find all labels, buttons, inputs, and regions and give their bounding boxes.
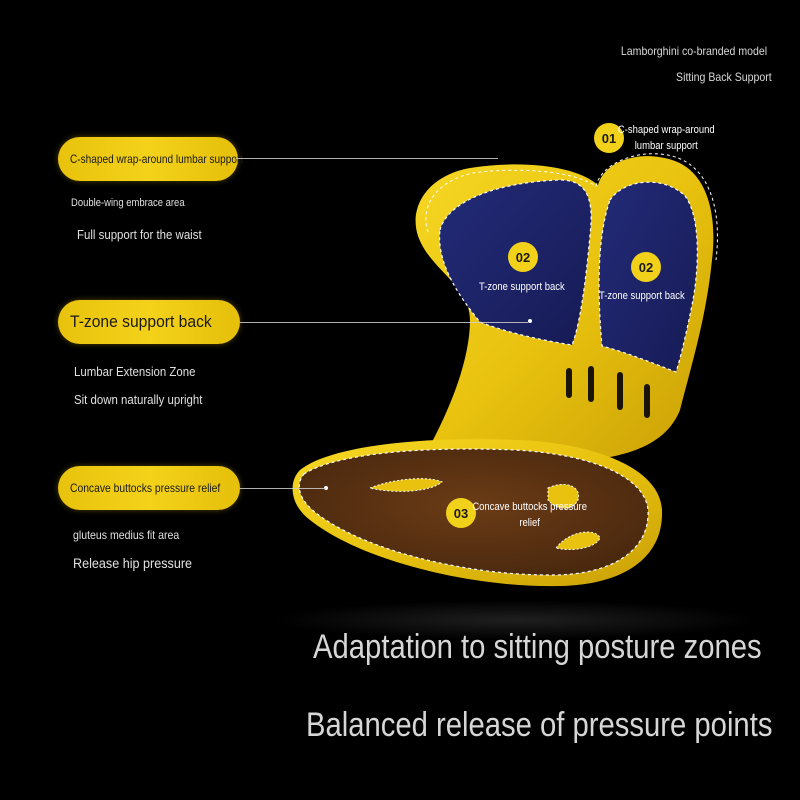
leader-line xyxy=(240,322,528,323)
feature-subtitle: Double-wing embrace area xyxy=(71,197,185,209)
leader-line xyxy=(236,158,498,159)
header-model-line: Lamborghini co-branded model xyxy=(620,44,767,58)
zone-badge: 02 xyxy=(508,242,538,272)
zone-badge: 02 xyxy=(631,252,661,282)
c-wrap-outline xyxy=(425,153,718,261)
zone-callout: C-shaped wrap-around lumbar support xyxy=(617,124,715,152)
headline-glow xyxy=(270,600,760,640)
feature-pill-lumbar: C-shaped wrap-around lumbar support xyxy=(58,137,243,181)
zone-callout: T-zone support back xyxy=(478,281,565,293)
zone-badge: 01 xyxy=(594,123,624,153)
leader-line xyxy=(240,488,326,489)
feature-subtitle: Sit down naturally upright xyxy=(74,392,203,407)
feature-pill-tzone: T-zone support back xyxy=(58,300,240,344)
feature-title: Concave buttocks pressure relief xyxy=(70,481,221,495)
zone-callout: Concave buttocks pressure relief xyxy=(472,501,587,529)
seat-hole-right xyxy=(555,531,601,551)
headline-secondary: Balanced release of pressure points xyxy=(305,706,772,744)
header-product-line: Sitting Back Support xyxy=(676,70,772,84)
feature-title: C-shaped wrap-around lumbar support xyxy=(70,152,244,166)
headline-primary: Adaptation to sitting posture zones xyxy=(313,628,762,666)
feature-subtitle: gluteus medius fit area xyxy=(73,528,180,542)
seat-hole-mid xyxy=(547,484,580,509)
feature-subtitle: Lumbar Extension Zone xyxy=(74,364,196,379)
zone-badge: 03 xyxy=(446,498,476,528)
feature-pill-buttocks: Concave buttocks pressure relief xyxy=(58,466,240,510)
seat-hole-left xyxy=(368,478,443,492)
zone-callout: T-zone support back xyxy=(598,290,685,302)
lumbar-slots xyxy=(566,366,650,418)
feature-subtitle: Full support for the waist xyxy=(77,227,202,242)
feature-title: T-zone support back xyxy=(70,312,212,331)
feature-subtitle: Release hip pressure xyxy=(73,555,193,571)
